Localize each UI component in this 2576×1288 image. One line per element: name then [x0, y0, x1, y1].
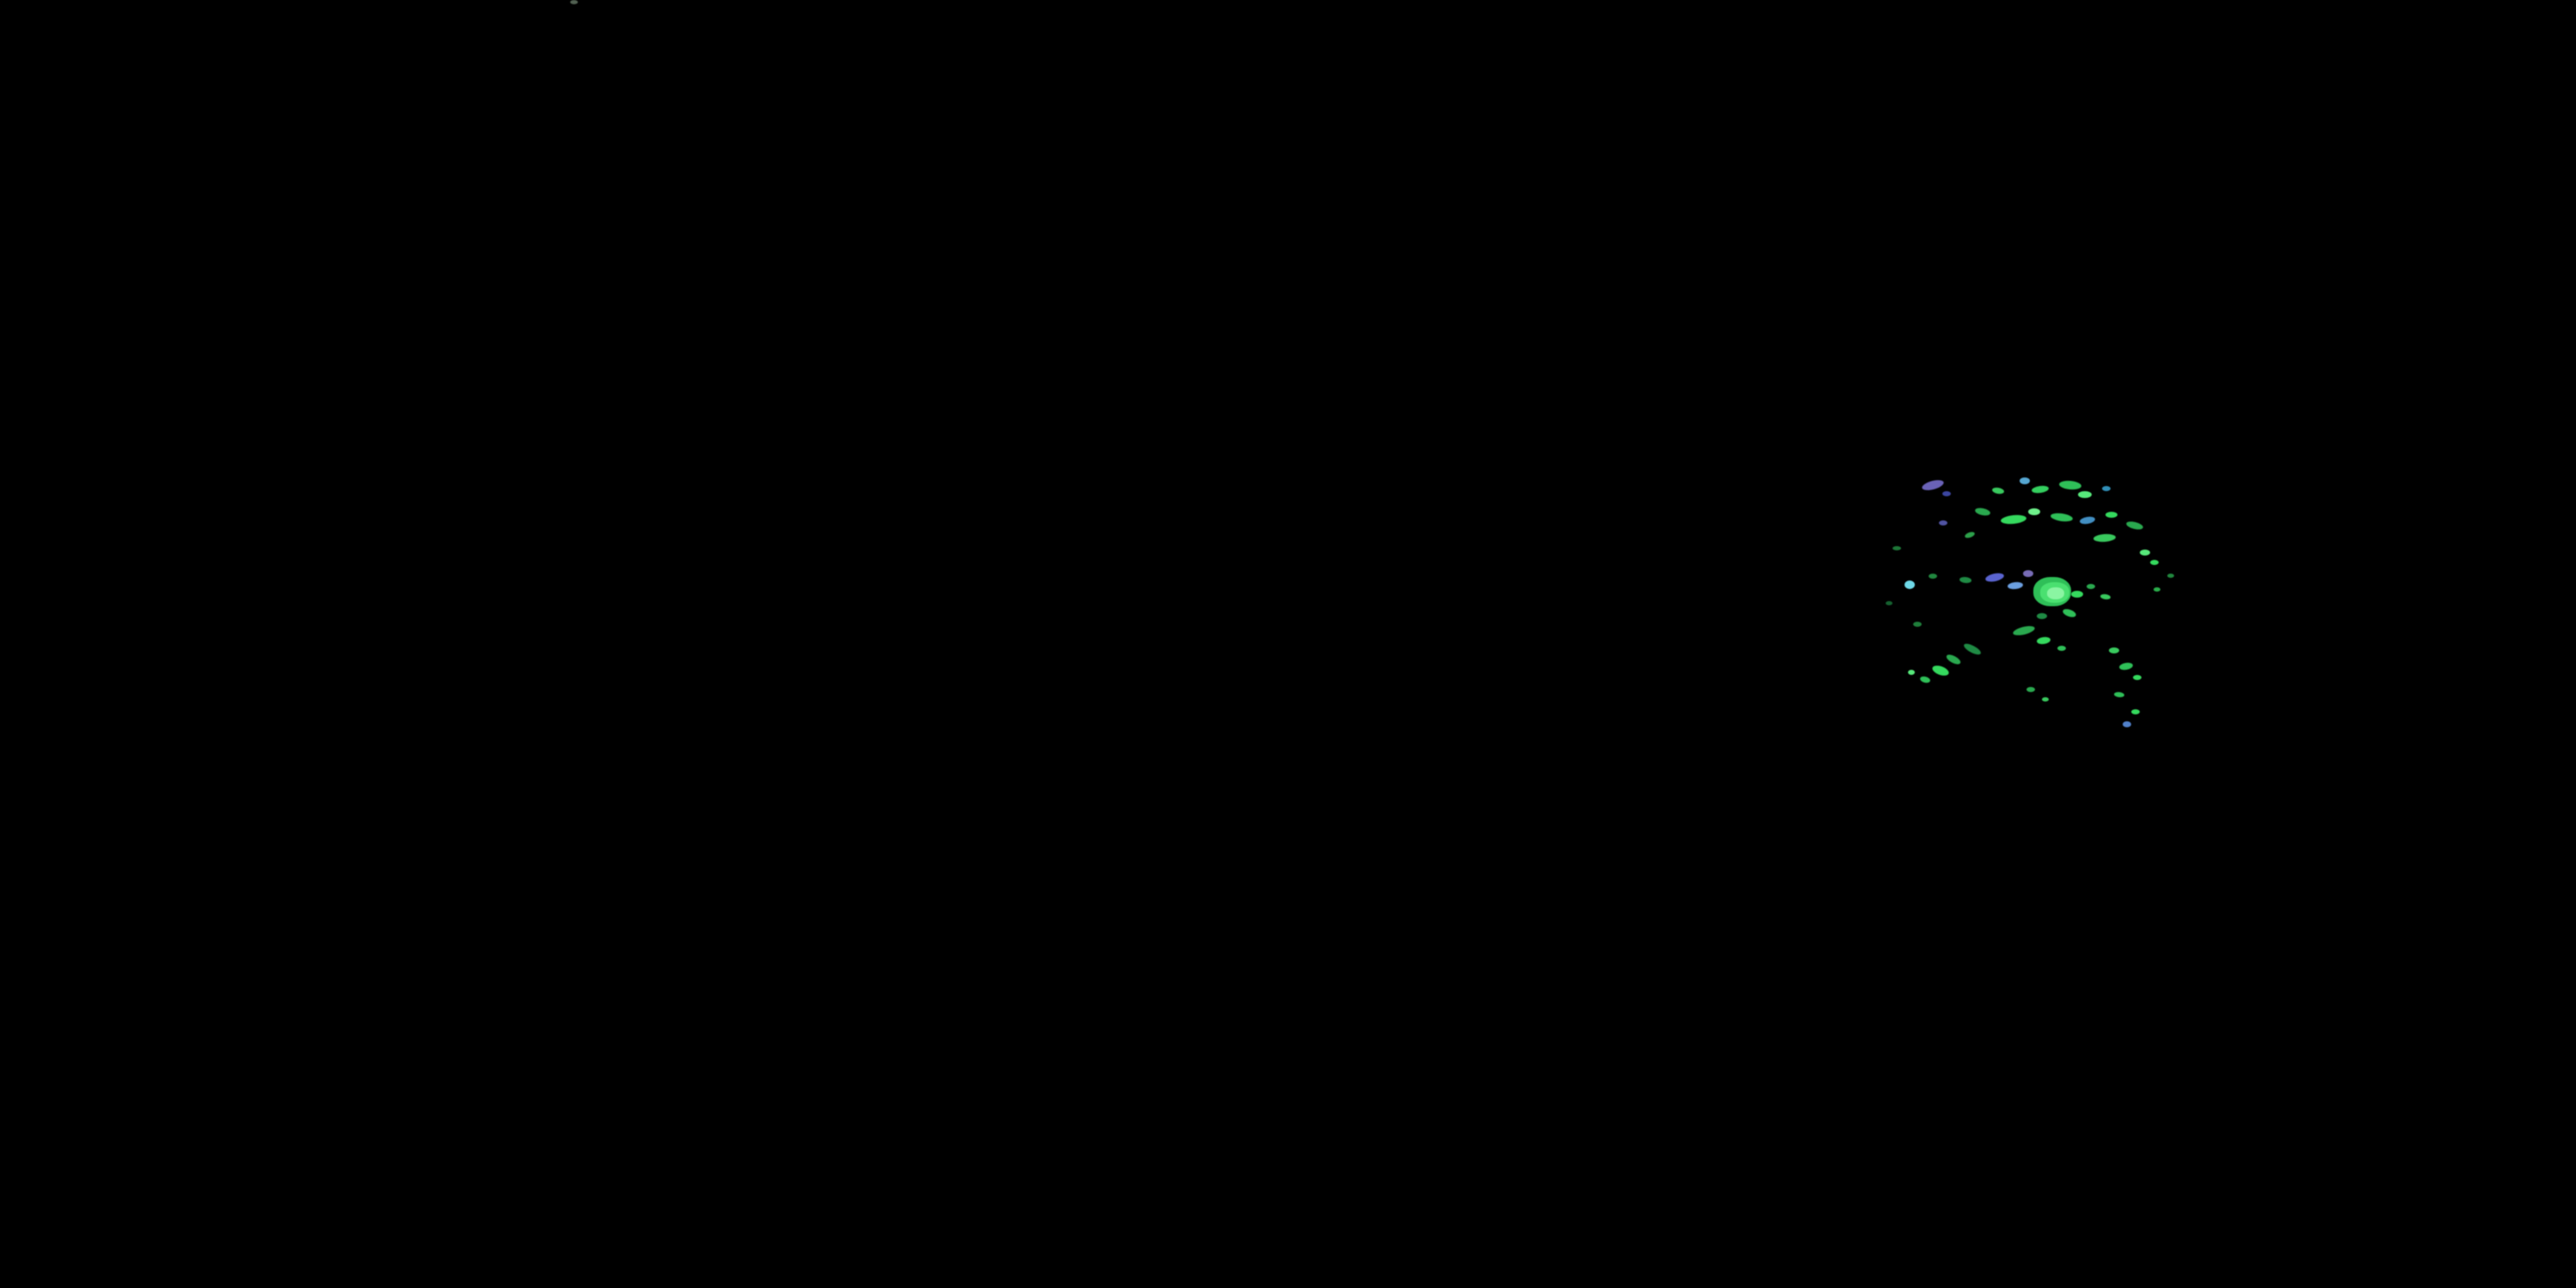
speckle: [2133, 675, 2142, 680]
speckle: [2012, 623, 2036, 638]
speckle: [1905, 580, 1915, 589]
speckle: [2007, 581, 2024, 590]
speckle: [1913, 622, 1922, 627]
speckle: [1908, 670, 1915, 675]
speckle: [2000, 513, 2027, 526]
speckle: [1974, 507, 1991, 517]
speckle: [2123, 721, 2131, 727]
speckle: [2105, 512, 2117, 518]
speckle: [1921, 477, 1945, 493]
speckle: [2058, 479, 2082, 491]
speckle: [2036, 635, 2051, 646]
speckle: [1929, 574, 1937, 579]
speckle: [2087, 584, 2095, 589]
speckle: [1930, 663, 1951, 678]
speckle: [2028, 508, 2040, 515]
speckle: [2047, 587, 2064, 599]
speckle: [2109, 647, 2119, 653]
speckle: [2140, 550, 2150, 556]
speckle: [1893, 546, 1901, 550]
speckle: [2102, 486, 2111, 491]
speckle: [2125, 519, 2144, 532]
speckle: [1962, 641, 1983, 657]
speckle: [2023, 570, 2033, 577]
speckle: [2042, 697, 2049, 702]
speckle: [2026, 687, 2035, 692]
speckle: [2167, 574, 2174, 578]
speckle: [1886, 601, 1893, 605]
speckle: [1942, 491, 1951, 496]
speckle: [2150, 560, 2159, 565]
speckle: [1959, 576, 1972, 584]
speckle: [2031, 484, 2050, 495]
speckle: [1945, 653, 1962, 666]
speckle: [2079, 515, 2096, 526]
speckle: [1919, 675, 1931, 684]
speckle: [1939, 520, 1947, 526]
speckle: [1991, 486, 2005, 495]
speckle: [2020, 477, 2030, 484]
speckle: [2071, 591, 2083, 598]
speckle: [2118, 661, 2134, 671]
speckle: [1984, 571, 2005, 584]
speckle: [2037, 613, 2047, 619]
speckle: [2078, 491, 2092, 498]
speckle: [2113, 691, 2125, 698]
speckle: [2057, 646, 2066, 651]
speckle: [2099, 593, 2111, 600]
speckle: [570, 0, 578, 4]
speckle: [1964, 531, 1976, 539]
speckle: [2050, 512, 2074, 523]
speckle: [2154, 587, 2160, 592]
speckle: [2131, 709, 2140, 714]
speckle: [2093, 533, 2117, 543]
speckle: [2062, 607, 2077, 619]
